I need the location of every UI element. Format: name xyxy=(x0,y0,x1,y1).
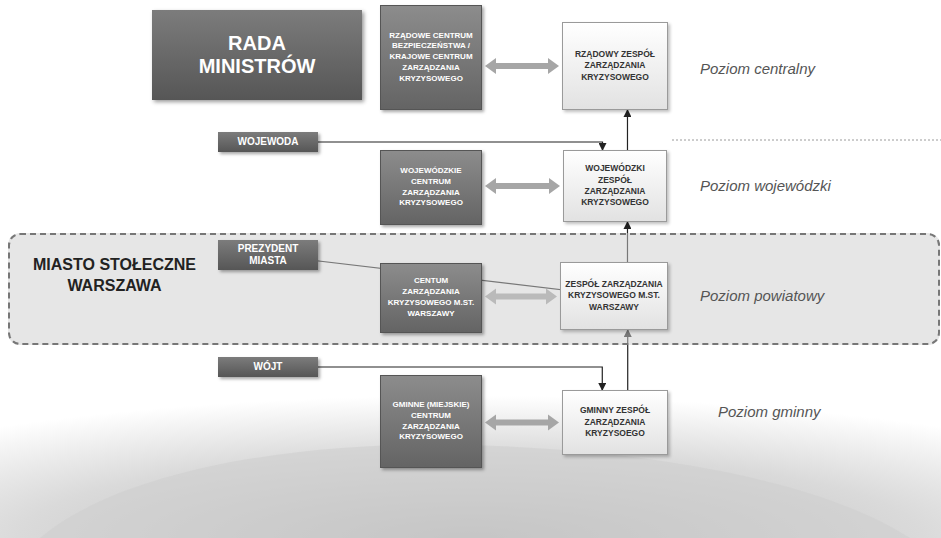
box-label: WOJEWÓDZKI ZESPÓŁ ZARZĄDZANIA KRYZYSOWEG… xyxy=(568,163,662,209)
band-title: MIASTO STOŁECZNE WARSZAWA xyxy=(32,255,197,297)
centre-box: RZĄDOWE CENTRUM BEZPIECZEŃSTWA / KRAJOWE… xyxy=(380,5,482,110)
level-label: Poziom wojewódzki xyxy=(700,177,831,194)
level-label: Poziom powiatowy xyxy=(700,287,824,304)
authority-box: WOJEWODA xyxy=(218,132,318,152)
authority-box: PREZYDENT MIASTA xyxy=(218,240,318,270)
double-arrow xyxy=(485,415,559,431)
level-label: Poziom gminny xyxy=(718,403,821,420)
box-label: ZESPÓŁ ZARZĄDZANIA KRYZYSOWEGO M.ST. WAR… xyxy=(565,279,663,313)
box-label: GMINNY ZESPÓŁ ZARZĄDZANIA KRYZYSOEGO xyxy=(567,405,663,439)
level-label: Poziom centralny xyxy=(700,60,815,77)
team-box: GMINNY ZESPÓŁ ZARZĄDZANIA KRYZYSOEGO xyxy=(562,390,668,455)
level-separator xyxy=(672,140,941,141)
box-label: WOJEWODA xyxy=(237,136,298,148)
team-box: ZESPÓŁ ZARZĄDZANIA KRYZYSOWEGO M.ST. WAR… xyxy=(560,262,668,330)
box-label: CENTUM ZARZĄDZANIA KRYZYSOWEGO M.ST. WAR… xyxy=(385,276,477,319)
command-arrow xyxy=(318,142,603,150)
box-label: GMINNE (MIEJSKIE) CENTRUM ZARZĄDZANIA KR… xyxy=(385,400,477,443)
centre-box: GMINNE (MIEJSKIE) CENTRUM ZARZĄDZANIA KR… xyxy=(380,375,482,468)
box-label: PREZYDENT MIASTA xyxy=(222,243,314,267)
box-label: RZĄDOWY ZESPÓŁ ZARZĄDZANIA KRYZYSOWEGO xyxy=(567,49,663,83)
background-photo xyxy=(0,360,941,538)
double-arrow xyxy=(485,58,559,74)
box-label: WÓJT xyxy=(254,361,283,373)
authority-box: WÓJT xyxy=(218,357,318,377)
centre-box: CENTUM ZARZĄDZANIA KRYZYSOWEGO M.ST. WAR… xyxy=(380,263,482,333)
double-arrow xyxy=(485,178,560,194)
box-label: WOJEWÓDZKIE CENTRUM ZARZĄDZANIA KRYZYSOW… xyxy=(385,166,477,209)
command-arrow xyxy=(627,110,628,150)
team-box: RZĄDOWY ZESPÓŁ ZARZĄDZANIA KRYZYSOWEGO xyxy=(562,22,668,110)
box-label: RADA MINISTRÓW xyxy=(192,32,322,78)
team-box: WOJEWÓDZKI ZESPÓŁ ZARZĄDZANIA KRYZYSOWEG… xyxy=(563,150,667,222)
box-label: RZĄDOWE CENTRUM BEZPIECZEŃSTWA / KRAJOWE… xyxy=(385,31,477,85)
centre-box: WOJEWÓDZKIE CENTRUM ZARZĄDZANIA KRYZYSOW… xyxy=(380,150,482,225)
council-box: RADA MINISTRÓW xyxy=(152,10,362,100)
